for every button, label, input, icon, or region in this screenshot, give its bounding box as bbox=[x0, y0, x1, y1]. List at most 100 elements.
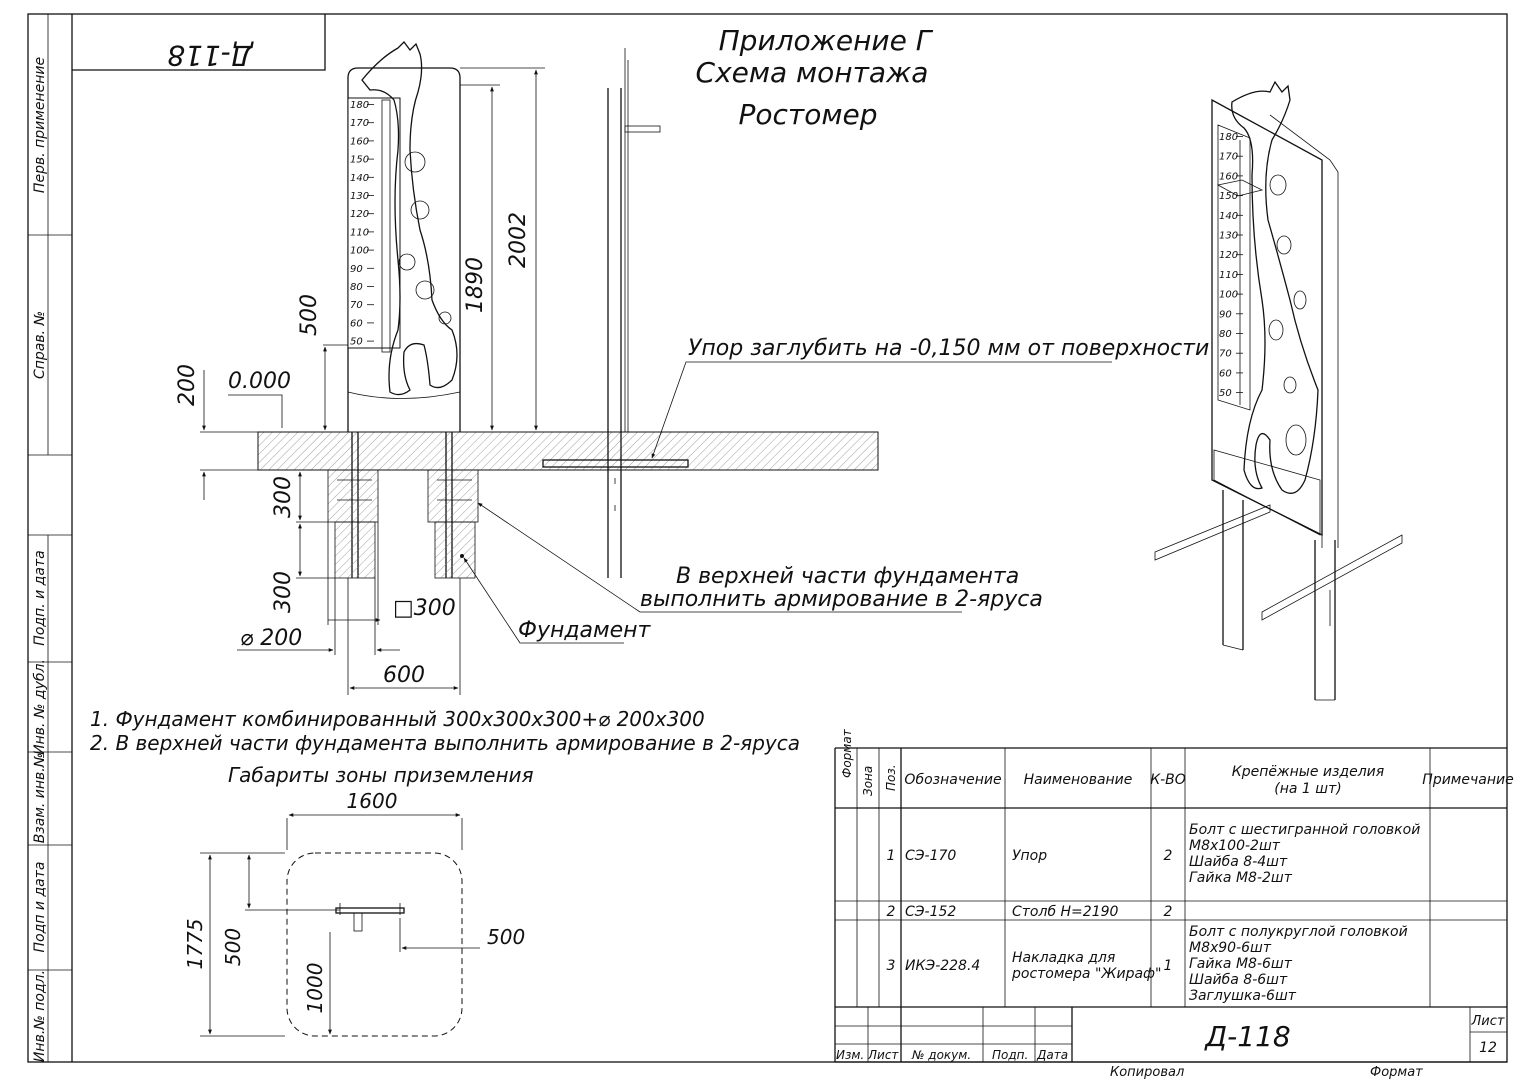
table-row: 1 СЭ-170 Упор 2 Болт с шестигранной голо… bbox=[887, 822, 1421, 886]
tb-date: Дата bbox=[1036, 1048, 1068, 1062]
row-1-qty: 2 bbox=[1164, 848, 1173, 864]
stamp-mirrored-code: Д-118 bbox=[167, 39, 254, 72]
scale-tick-label: 170 bbox=[1219, 152, 1238, 163]
row-3-fastener-1: Болт с полукруглой головкой bbox=[1189, 924, 1408, 940]
dim-2002: 2002 bbox=[506, 212, 531, 268]
title-line-3: Ростомер bbox=[739, 98, 878, 131]
row-2-qty: 2 bbox=[1164, 904, 1173, 920]
row-3-name-1: Накладка для bbox=[1012, 950, 1115, 966]
scale-tick-label: 130 bbox=[350, 191, 369, 202]
drawing-title: Приложение Г Схема монтажа Ростомер bbox=[696, 24, 934, 131]
tb-copied: Копировал bbox=[1110, 1065, 1184, 1080]
zone-dim-1600: 1600 bbox=[347, 789, 398, 813]
th-pos: Поз. bbox=[884, 764, 898, 791]
scale-tick-label: 160 bbox=[1219, 171, 1238, 182]
scale-tick-label: 50 bbox=[1219, 388, 1232, 399]
dim-0000: 0.000 bbox=[228, 369, 291, 394]
tb-code: Д-118 bbox=[1203, 1020, 1290, 1053]
row-3-name-2: ростомера "Жираф" bbox=[1011, 966, 1161, 982]
scale-tick-label: 60 bbox=[350, 318, 363, 329]
th-fasteners-1: Крепёжные изделия bbox=[1232, 764, 1384, 780]
side-label-podp1: Подп. и дата bbox=[32, 550, 48, 645]
scale-tick-label: 180 bbox=[1219, 132, 1238, 143]
row-3-fastener-5: Заглушка-6шт bbox=[1189, 988, 1297, 1004]
callouts: Упор заглубить на -0,150 мм от поверхнос… bbox=[463, 336, 1209, 644]
tb-podp: Подп. bbox=[992, 1048, 1028, 1062]
scale-tick-label: 70 bbox=[350, 300, 363, 311]
title-line-1: Приложение Г bbox=[719, 24, 934, 57]
side-label-inv-dubl: Инв. № дубл. bbox=[32, 659, 48, 755]
table-row: 2 СЭ-152 Столб Н=2190 2 bbox=[887, 904, 1173, 920]
row-3-pos: 3 bbox=[887, 958, 896, 974]
zone-dim-1000: 1000 bbox=[303, 963, 327, 1014]
scale-tick-label: 120 bbox=[1219, 250, 1238, 261]
row-3-qty: 1 bbox=[1164, 958, 1173, 974]
scale-tick-label: 90 bbox=[350, 264, 363, 275]
landing-zone-plan: Габариты зоны приземления 1600 1775 500 … bbox=[183, 763, 534, 1037]
row-1-fastener-4: Гайка М8-2шт bbox=[1189, 870, 1293, 886]
th-format: Формат bbox=[840, 728, 854, 778]
side-label-podp2: Подп и дата bbox=[32, 862, 48, 953]
row-3-fastener-4: Шайба 8-6шт bbox=[1189, 972, 1288, 988]
side-label-sprav: Справ. № bbox=[32, 311, 48, 379]
tb-doc: № докум. bbox=[911, 1048, 971, 1062]
scale-tick-label: 140 bbox=[1219, 211, 1238, 222]
scale-tick-label: 100 bbox=[1219, 290, 1238, 301]
sheet-frame bbox=[27, 13, 1508, 1063]
zone-dim-1775: 1775 bbox=[183, 919, 207, 970]
th-fasteners-2: (на 1 шт) bbox=[1274, 781, 1341, 797]
scale-tick-label: 60 bbox=[1219, 368, 1232, 379]
dim-600: 600 bbox=[383, 663, 425, 688]
tb-list: Лист bbox=[867, 1048, 899, 1062]
row-1-designation: СЭ-170 bbox=[905, 848, 956, 864]
zone-dim-500-horizontal: 500 bbox=[487, 925, 525, 949]
th-qty: К-ВО bbox=[1150, 772, 1186, 788]
dim-square-300: □300 bbox=[393, 596, 456, 621]
scale-tick-label: 70 bbox=[1219, 349, 1232, 360]
title-line-2: Схема монтажа bbox=[696, 56, 929, 89]
zone-title: Габариты зоны приземления bbox=[228, 763, 534, 787]
scale-tick-label: 100 bbox=[350, 246, 369, 257]
row-1-fastener-1: Болт с шестигранной головкой bbox=[1189, 822, 1420, 838]
stamp-box: Д-118 bbox=[72, 14, 326, 72]
callout-rebar-line1: В верхней части фундамента bbox=[676, 564, 1019, 589]
row-2-name: Столб Н=2190 bbox=[1012, 904, 1119, 920]
callout-stop: Упор заглубить на -0,150 мм от поверхнос… bbox=[688, 336, 1209, 361]
callout-foundation: Фундамент bbox=[518, 618, 652, 643]
dim-200: 200 bbox=[175, 364, 200, 406]
th-name: Наименование bbox=[1024, 772, 1133, 788]
dim-1890: 1890 bbox=[463, 257, 488, 313]
th-zone: Зона bbox=[861, 766, 875, 796]
th-note: Примечание bbox=[1422, 772, 1513, 788]
callout-rebar-line2: выполнить армирование в 2-яруса bbox=[640, 587, 1043, 612]
front-dimensions: 2002 1890 500 200 0.000 300 300 □300 bbox=[175, 67, 545, 695]
th-designation: Обозначение bbox=[904, 772, 1001, 788]
scale-tick-label: 130 bbox=[1219, 231, 1238, 242]
row-2-designation: СЭ-152 bbox=[905, 904, 956, 920]
scale-tick-label: 140 bbox=[350, 173, 369, 184]
scale-tick-label: 180 bbox=[350, 100, 369, 111]
side-label-perv: Перв. применение bbox=[32, 57, 48, 193]
note-2: 2. В верхней части фундамента выполнить … bbox=[90, 731, 800, 755]
scale-tick-label: 150 bbox=[350, 155, 369, 166]
row-3-fastener-2: М8х90-6шт bbox=[1189, 940, 1272, 956]
dim-300-lower: 300 bbox=[271, 571, 296, 613]
giraffe-silhouette bbox=[361, 41, 458, 396]
scale-tick-label: 110 bbox=[350, 227, 369, 238]
tb-sheet-number: 12 bbox=[1479, 1040, 1497, 1056]
dim-phi-200: ⌀ 200 bbox=[240, 626, 302, 651]
row-1-name: Упор bbox=[1012, 848, 1047, 864]
table-row: 3 ИКЭ-228.4 Накладка для ростомера "Жира… bbox=[887, 924, 1408, 1004]
row-3-fastener-3: Гайка М8-6шт bbox=[1189, 956, 1293, 972]
scale-tick-label: 90 bbox=[1219, 309, 1232, 320]
tb-sheet-label: Лист bbox=[1471, 1014, 1505, 1029]
scale-tick-label: 160 bbox=[350, 136, 369, 147]
tb-izm: Изм. bbox=[836, 1048, 864, 1062]
zone-dim-500-vertical: 500 bbox=[221, 928, 245, 966]
scale-tick-label: 80 bbox=[350, 282, 363, 293]
